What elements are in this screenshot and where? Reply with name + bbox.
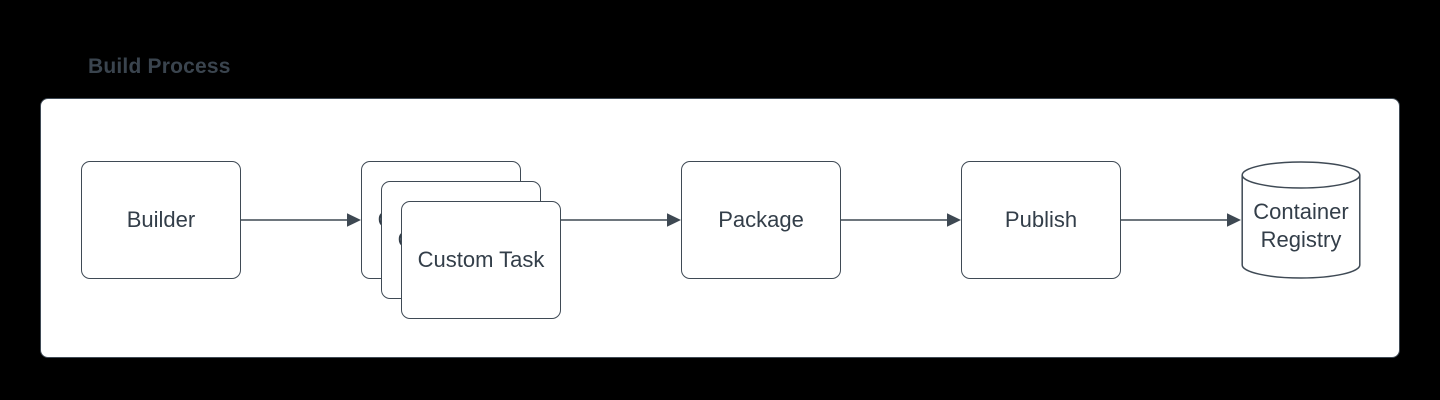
node-builder-label: Builder xyxy=(126,207,196,232)
cylinder-icon xyxy=(1241,161,1361,279)
arrow-custom-task-to-package xyxy=(561,213,681,227)
node-package[interactable]: Package xyxy=(681,161,841,279)
connector-layer xyxy=(241,213,1241,227)
diagram-frame: Builder Custom Task Custom Task Custom T… xyxy=(40,98,1400,358)
node-custom-task-label: Custom Task xyxy=(417,247,545,272)
node-container-registry[interactable]: Container Registry xyxy=(1241,161,1361,279)
node-publish-label: Publish xyxy=(1004,207,1078,232)
node-builder[interactable]: Builder xyxy=(81,161,241,279)
node-publish[interactable]: Publish xyxy=(961,161,1121,279)
arrow-package-to-publish xyxy=(841,213,961,227)
arrow-builder-to-custom-task xyxy=(241,213,361,227)
diagram-title: Build Process xyxy=(88,55,231,78)
node-package-label: Package xyxy=(718,207,804,232)
arrow-publish-to-container-registry xyxy=(1121,213,1241,227)
node-custom-task[interactable]: Custom Task xyxy=(401,201,561,319)
node-container-registry-label: Container Registry xyxy=(1253,199,1349,252)
